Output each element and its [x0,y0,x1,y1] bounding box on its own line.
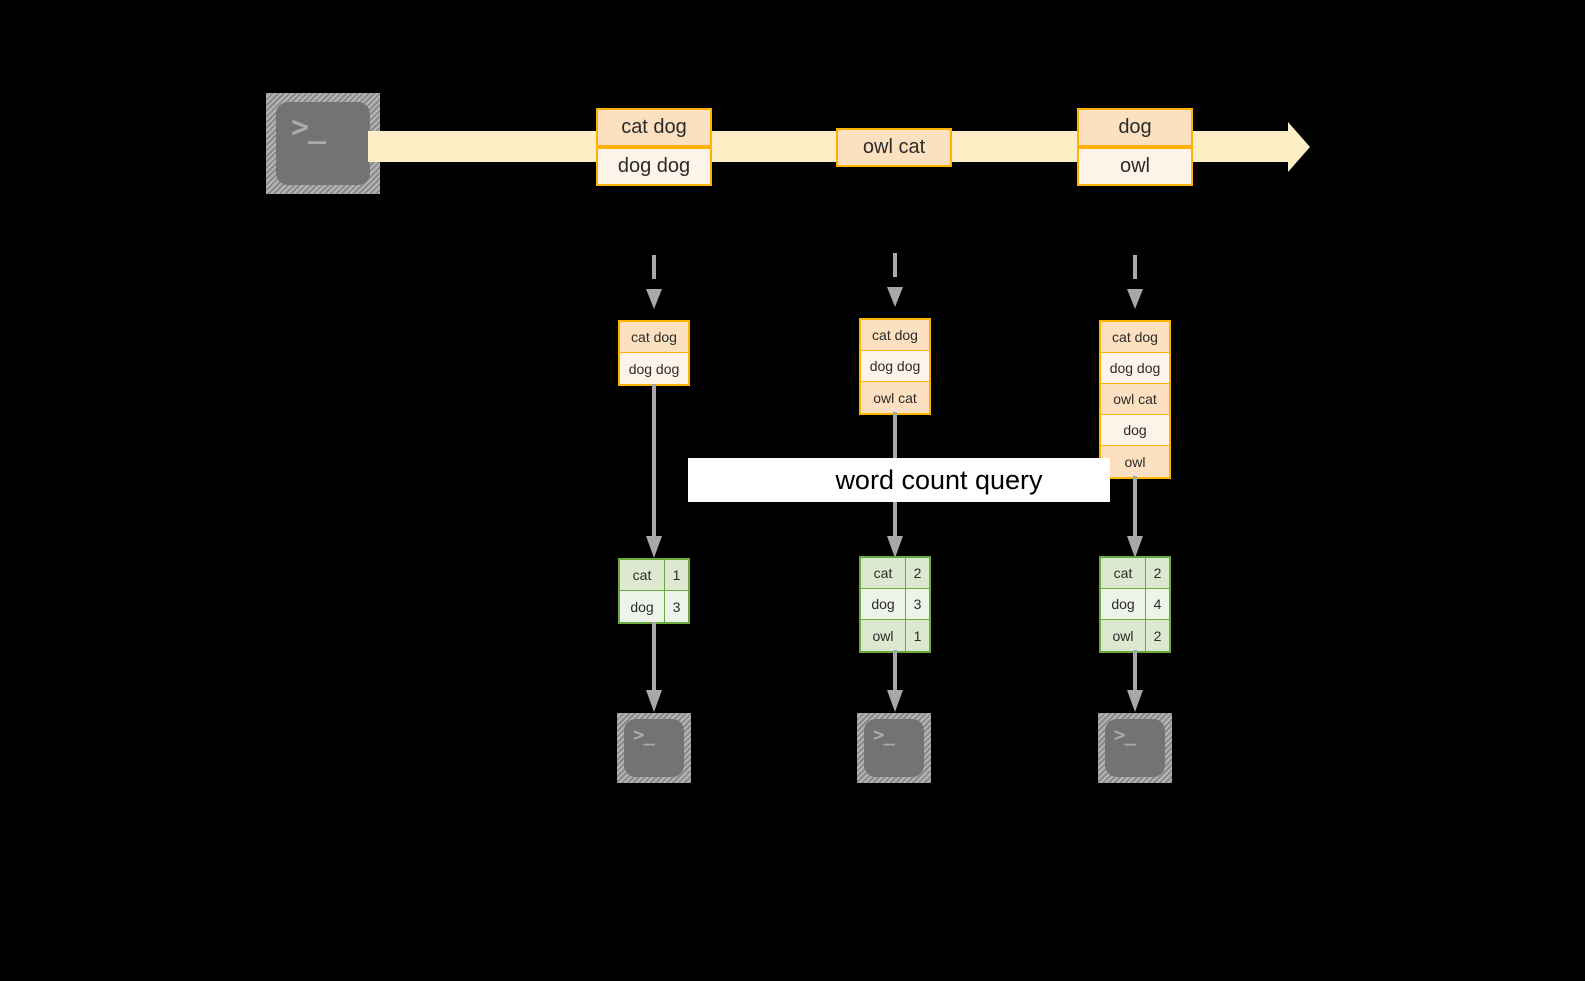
table-cell-text: dog dog [869,358,921,374]
word-cell: cat [1101,558,1146,588]
word-cell: dog [1101,589,1146,619]
query-connector [1126,476,1144,560]
table-row: dog 3 [620,591,688,622]
table-cell-text: dog dog [1109,360,1161,376]
count-cell: 3 [665,591,688,622]
query-connector [645,384,663,560]
sink-connector [1126,650,1144,714]
table-row: dog [1101,415,1169,446]
word-cell: dog [861,589,906,619]
word-cell: cat [861,558,906,588]
table-cell-text: dog [1123,422,1147,438]
word-cell: owl [861,620,906,651]
sink-terminal-icon: >_ [617,713,691,783]
stream-message-text: dog dog [617,155,691,177]
stream-message-text: owl [1119,155,1150,177]
result-table-t1: cat 1 dog 3 [618,558,690,624]
table-row: cat 2 [1101,558,1169,589]
table-row: owl [1101,446,1169,477]
terminal-screen [624,719,684,777]
word-cell: owl [1101,620,1146,651]
trigger-connector-dashed [1126,255,1144,311]
terminal-screen [1105,719,1165,777]
count-cell: 1 [906,620,929,651]
terminal-prompt-glyph: >_ [291,110,326,145]
stream-message-text: cat dog [621,116,687,138]
stream-message: cat dog [596,108,712,147]
table-row: dog dog [620,353,688,384]
source-terminal-icon: >_ [266,93,380,194]
word-cell: dog [620,591,665,622]
table-cell-text: owl cat [873,389,917,406]
stream-message: dog [1077,108,1193,147]
count-cell: 2 [906,558,929,588]
count-cell: 1 [665,560,688,590]
table-row: dog dog [861,351,929,382]
stream-message: owl [1077,147,1193,186]
table-row: owl cat [861,382,929,413]
stream-arrow-head [1288,122,1310,172]
table-cell-text: owl cat [1113,391,1157,407]
table-row: cat dog [861,320,929,351]
unbounded-table-t2: cat dog dog dog owl cat [859,318,931,415]
sink-connector [886,650,904,714]
table-cell-text: cat dog [872,327,918,343]
table-row: dog 3 [861,589,929,620]
table-row: dog 4 [1101,589,1169,620]
sink-connector [645,622,663,714]
query-label: word count query [688,458,1110,502]
table-row: dog dog [1101,353,1169,384]
table-row: cat dog [1101,322,1169,353]
unbounded-table-t3: cat dog dog dog owl cat dog owl [1099,320,1171,479]
unbounded-table-t1: cat dog dog dog [618,320,690,386]
table-row: cat 1 [620,560,688,591]
stream-message: owl cat [836,128,952,167]
table-row: cat dog [620,322,688,353]
table-cell-text: dog dog [628,360,680,377]
trigger-connector-dashed [645,255,663,311]
count-cell: 4 [1146,589,1169,619]
table-row: cat 2 [861,558,929,589]
terminal-prompt-glyph: >_ [873,724,895,746]
table-row: owl 2 [1101,620,1169,651]
terminal-screen [276,102,370,185]
sink-terminal-icon: >_ [857,713,931,783]
count-cell: 2 [1146,620,1169,651]
stream-message-text: dog [1118,116,1152,138]
result-table-t2: cat 2 dog 3 owl 1 [859,556,931,653]
terminal-prompt-glyph: >_ [1114,724,1136,746]
stream-message-text: owl cat [862,136,926,158]
table-row: owl cat [1101,384,1169,415]
count-cell: 3 [906,589,929,619]
sink-terminal-icon: >_ [1098,713,1172,783]
count-cell: 2 [1146,558,1169,588]
result-table-t3: cat 2 dog 4 owl 2 [1099,556,1171,653]
trigger-connector-dashed [886,253,904,309]
stream-message: dog dog [596,147,712,186]
terminal-screen [864,719,924,777]
query-label-text: word count query [835,464,1043,495]
terminal-prompt-glyph: >_ [633,724,655,746]
word-cell: cat [620,560,665,590]
table-cell-text: cat dog [631,329,677,345]
table-cell-text: owl [1124,453,1146,470]
table-row: owl 1 [861,620,929,651]
table-cell-text: cat dog [1112,329,1158,345]
